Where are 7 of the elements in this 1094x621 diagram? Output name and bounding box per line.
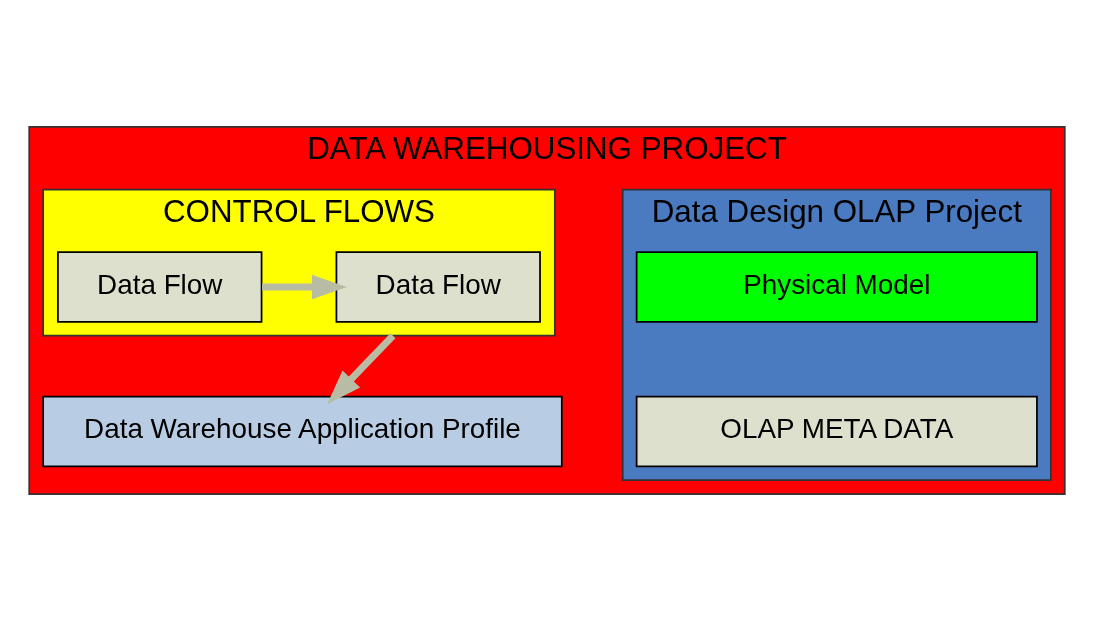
node-box: Data Warehouse Application Profile (42, 395, 563, 468)
arrow (262, 274, 347, 300)
node-box: Data Flow (335, 251, 541, 323)
arrow (327, 333, 396, 405)
node-box: Data Flow (57, 251, 263, 323)
node-box: OLAP META DATA (635, 395, 1038, 468)
node-box: Physical Model (635, 251, 1038, 323)
